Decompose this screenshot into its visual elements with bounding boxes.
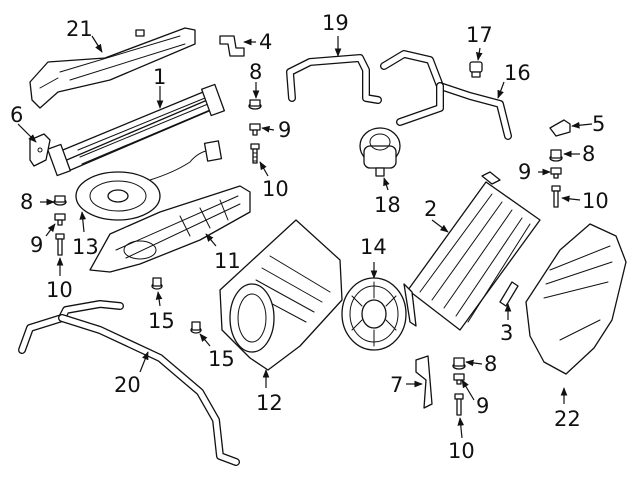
part-3-seal: [499, 281, 519, 307]
part-8-nut-a: [248, 99, 262, 110]
part-10-bolt-b: [55, 233, 65, 256]
callout-15a: 15: [148, 309, 175, 333]
callout-15b: 15: [208, 347, 235, 371]
callout-4: 4: [259, 30, 272, 54]
callout-8a: 8: [249, 60, 262, 84]
callout-18: 18: [374, 193, 401, 217]
part-15-clip-b: [190, 321, 202, 334]
callout-13: 13: [72, 235, 99, 259]
callout-6: 6: [10, 103, 23, 127]
part-9-bolt-a: [249, 123, 261, 136]
callout-9d: 9: [476, 394, 489, 418]
callout-labels: 21 1 6 4 8 9 10 8 9 10 13 11 15 15 20 12…: [10, 11, 609, 463]
callout-7: 7: [390, 373, 403, 397]
part-15-clip-a: [151, 277, 163, 290]
callout-8b: 8: [20, 190, 33, 214]
part-9-bolt-b: [54, 213, 66, 226]
callout-9c: 9: [518, 160, 531, 184]
callout-2: 2: [424, 197, 437, 221]
callout-1: 1: [153, 65, 166, 89]
part-16-hose: [380, 50, 512, 140]
part-9-bolt-c: [550, 167, 562, 179]
part-8-nut-d: [452, 357, 466, 370]
part-4-bracket: [219, 35, 245, 57]
part-12-fan-shroud: [219, 219, 343, 371]
callout-9a: 9: [278, 118, 291, 142]
callout-10d: 10: [448, 439, 475, 463]
part-22-side-duct: [525, 223, 627, 375]
part-14-fan: [341, 277, 407, 351]
callout-10b: 10: [46, 278, 73, 302]
callout-8d: 8: [484, 352, 497, 376]
callout-16: 16: [504, 61, 531, 85]
callout-21: 21: [66, 17, 93, 41]
callout-12: 12: [256, 391, 283, 415]
callout-19: 19: [322, 11, 349, 35]
part-17-cap: [469, 61, 483, 78]
callout-10c: 10: [582, 189, 609, 213]
part-18-pump: [359, 127, 401, 177]
callout-20: 20: [114, 373, 141, 397]
part-5-bracket: [549, 119, 571, 137]
callout-11: 11: [214, 249, 241, 273]
callout-14: 14: [360, 235, 387, 259]
part-11-lower-duct: [89, 185, 251, 273]
callout-9b: 9: [30, 233, 43, 257]
part-9-bolt-d: [453, 373, 465, 385]
callout-8c: 8: [582, 142, 595, 166]
part-21-upper-duct: [29, 27, 196, 109]
callout-5: 5: [592, 112, 605, 136]
part-13-fan-motor: [75, 140, 223, 221]
part-1-cooler: [46, 83, 226, 177]
part-8-nut-c: [549, 149, 563, 162]
leader-lines: [17, 35, 593, 439]
callout-3: 3: [500, 321, 513, 345]
callout-10a: 10: [262, 177, 289, 201]
part-20-hose: [18, 300, 240, 466]
part-7-bracket: [415, 355, 433, 409]
part-19-hose: [286, 54, 382, 104]
part-10-bolt-a: [250, 143, 260, 164]
part-10-bolt-d: [454, 393, 464, 416]
part-2-radiator: [403, 171, 541, 331]
part-10-bolt-c: [551, 185, 561, 208]
callout-17: 17: [466, 23, 493, 47]
callout-22: 22: [554, 407, 581, 431]
part-8-nut-b: [53, 195, 67, 206]
